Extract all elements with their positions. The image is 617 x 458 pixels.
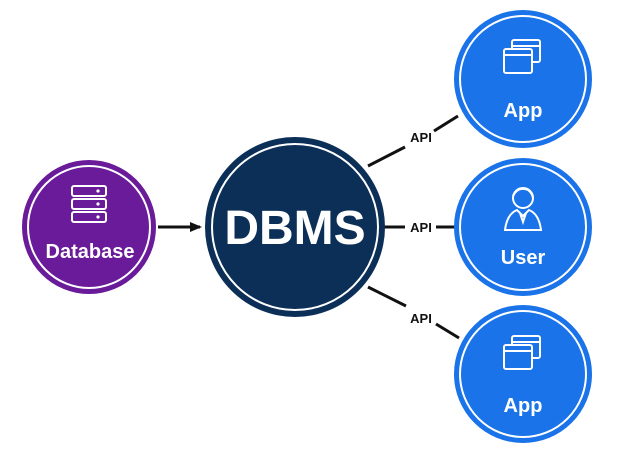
- windows-icon: [503, 39, 541, 74]
- app-top-label: App: [504, 100, 543, 122]
- user-node: User: [454, 158, 592, 296]
- app-top-circle: [454, 10, 592, 148]
- user-label: User: [501, 247, 546, 269]
- app-top-inner-ring: [459, 15, 587, 143]
- server-stack-icon: [71, 185, 107, 223]
- database-label: Database: [46, 241, 135, 263]
- connector-dbms-app-top-1: [367, 145, 406, 168]
- user-inner-ring: [459, 163, 587, 291]
- user-circle: [454, 158, 592, 296]
- app-bottom-label: App: [504, 395, 543, 417]
- app-bottom-circle: [454, 305, 592, 443]
- connector-dbms-app-top-2: [433, 114, 459, 133]
- connector-dbms-app-bottom-2: [435, 322, 460, 340]
- app-top-node: App: [454, 10, 592, 148]
- database-inner-ring: [27, 165, 151, 289]
- database-node: Database: [22, 160, 156, 294]
- windows-icon: [503, 335, 541, 370]
- api-label-bottom: API: [410, 311, 432, 326]
- app-bottom-inner-ring: [459, 310, 587, 438]
- user-icon: [503, 187, 543, 231]
- app-bottom-node: App: [454, 305, 592, 443]
- api-label-middle: API: [410, 220, 432, 235]
- database-circle: [22, 160, 156, 294]
- dbms-label: DBMS: [224, 202, 365, 255]
- dbms-node: DBMS: [205, 137, 385, 317]
- dbms-circle: [205, 137, 385, 317]
- dbms-inner-ring: [211, 143, 379, 311]
- api-label-top: API: [410, 130, 432, 145]
- connector-dbms-app-bottom-1: [367, 285, 407, 308]
